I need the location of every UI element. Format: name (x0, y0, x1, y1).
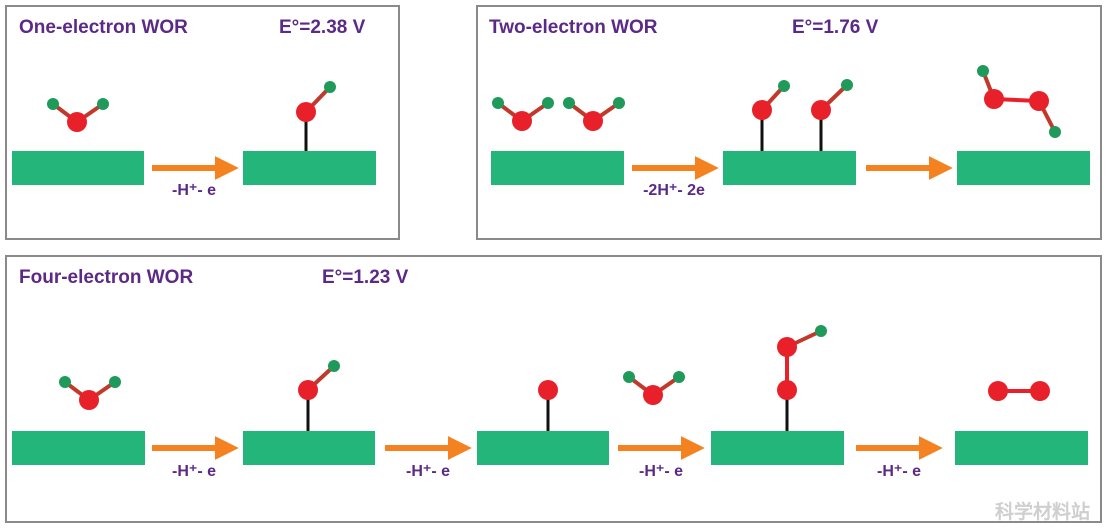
water-molecule (59, 376, 121, 410)
water-molecule (563, 97, 625, 131)
step-label-four-4: -H⁺- e (877, 463, 921, 480)
surface-four-5 (955, 431, 1088, 465)
adsorbed-hydroxyl (811, 79, 853, 151)
step-label-one-1: -H⁺- e (172, 182, 216, 199)
oxygen-molecule (988, 381, 1050, 401)
adsorbed-hydroxyl (752, 80, 790, 151)
water-molecule (47, 98, 109, 132)
one-electron-potential: E°=2.38 V (279, 17, 366, 38)
surface-two-initial (491, 151, 624, 185)
surface-four-4 (711, 431, 844, 465)
surface-one-final (243, 151, 376, 185)
surface-four-3 (477, 431, 609, 465)
water-molecule (492, 97, 554, 131)
adsorbed-hydroperoxyl (777, 325, 827, 431)
step-label-four-3: -H⁺- e (639, 463, 683, 480)
surface-two-intermediate (723, 151, 856, 185)
one-electron-title: One-electron WOR (19, 17, 188, 38)
two-electron-panel (476, 5, 1102, 240)
adsorbed-hydroxyl (296, 81, 336, 151)
surface-two-final (957, 151, 1090, 185)
hydrogen-peroxide-molecule (977, 65, 1061, 138)
four-electron-title: Four-electron WOR (19, 267, 194, 288)
two-electron-title: Two-electron WOR (489, 17, 658, 38)
step-label-four-2: -H⁺- e (406, 463, 450, 480)
four-electron-potential: E°=1.23 V (322, 267, 409, 288)
surface-four-2 (243, 431, 375, 465)
watermark: 科学材料站 (994, 502, 1090, 523)
step-label-four-1: -H⁺- e (172, 463, 216, 480)
adsorbed-oxygen (538, 380, 558, 431)
two-electron-potential: E°=1.76 V (792, 17, 879, 38)
surface-one-initial (12, 151, 144, 185)
step-label-two-1: -2H⁺- 2e (643, 182, 705, 199)
water-molecule (623, 371, 685, 405)
surface-four-1 (12, 431, 145, 465)
reaction-arrows (152, 156, 953, 460)
adsorbed-hydroxyl (298, 360, 340, 431)
